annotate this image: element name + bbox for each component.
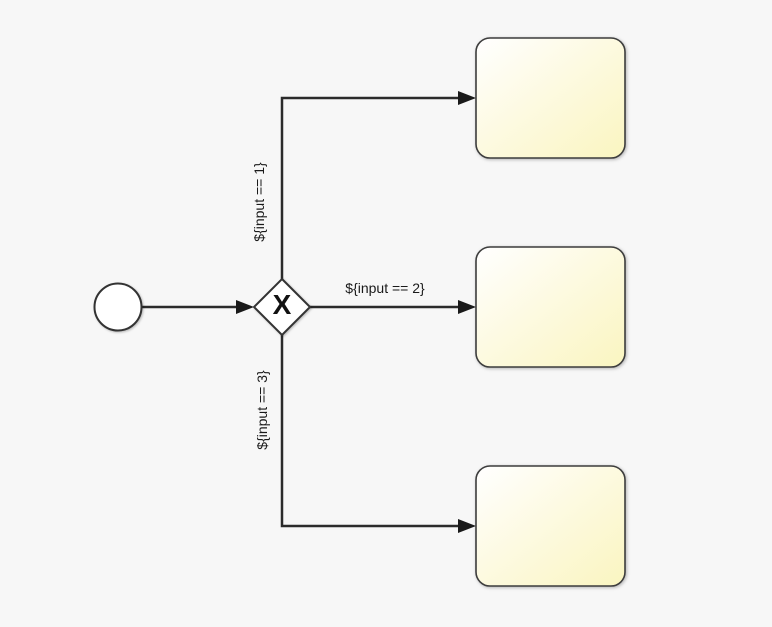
exclusive-gateway[interactable] [252, 277, 312, 337]
flow-condition-1-label: ${input == 1} [251, 162, 267, 242]
task-node-3[interactable] [475, 465, 626, 587]
exclusive-gateway-x-marker: X [272, 288, 292, 320]
flow-condition-1[interactable] [280, 91, 476, 279]
flow-condition-3-label: ${input == 3} [254, 370, 270, 450]
flow-condition-2-label: ${input == 2} [345, 280, 425, 296]
task-node-1[interactable] [475, 37, 626, 159]
flow-condition-3[interactable] [280, 335, 476, 533]
flow-start-to-gateway[interactable] [142, 300, 254, 314]
task-node-2[interactable] [475, 246, 626, 368]
start-event[interactable] [93, 282, 143, 332]
flow-condition-2[interactable] [310, 300, 476, 314]
